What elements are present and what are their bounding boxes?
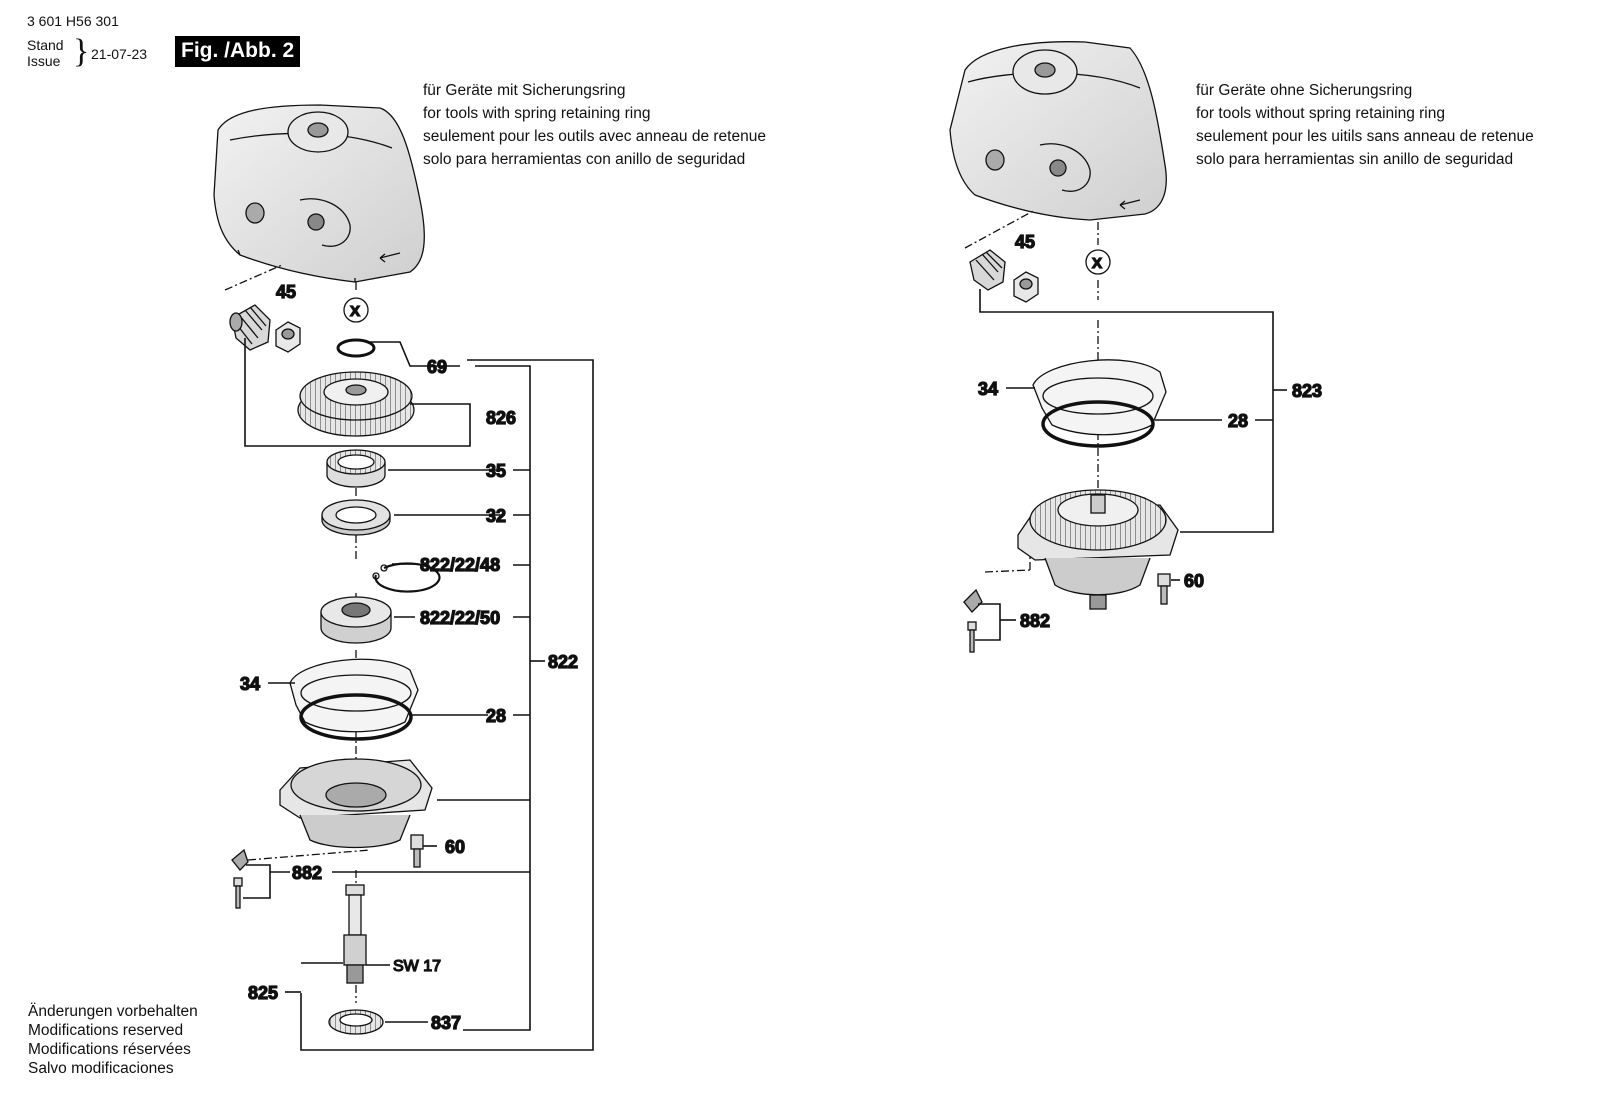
document-number: 3 601 H56 301: [27, 13, 119, 29]
nut-right: [1013, 271, 1039, 303]
right-assembly-note: für Geräte ohne Sicherungsring for tools…: [1196, 79, 1534, 171]
pinion-gear-left: [229, 304, 271, 351]
left-assembly-note: für Geräte mit Sicherungsring for tools …: [423, 79, 766, 171]
x-marker-circle: [1085, 249, 1111, 275]
pinion-gear-right: [969, 249, 1006, 291]
part-822-22-50: 822/22/50: [420, 608, 500, 628]
gear-housing-right: [949, 41, 1167, 221]
part-45-left: 45: [276, 282, 296, 302]
figure-label: Fig. /Abb. 2: [175, 36, 301, 67]
screw-left: [410, 834, 424, 868]
part-837: 837: [431, 1013, 461, 1033]
x-marker-right: X: [1092, 255, 1102, 272]
note-line: solo para herramientas sin anillo de seg…: [1196, 151, 1514, 168]
needle-bearing-bottom-left: [328, 1009, 384, 1035]
note-line: für Geräte ohne Sicherungsring: [1196, 82, 1413, 99]
footer-line: Salvo modificaciones: [28, 1060, 174, 1077]
part-60-left: 60: [445, 837, 465, 857]
part-34-right: 34: [978, 379, 998, 399]
crown-gear-left: [297, 371, 415, 437]
gear-housing-left: [213, 104, 425, 283]
part-69: 69: [427, 357, 447, 377]
part-822-22-48: 822/22/48: [420, 555, 500, 575]
lock-lever-left: [231, 848, 249, 909]
part-882-right: 882: [1020, 611, 1050, 631]
lock-lever-right: [963, 588, 983, 653]
issue-date: 21-07-23: [91, 46, 148, 62]
x-marker-circle: [343, 297, 369, 323]
note-line: seulement pour les outils avec anneau de…: [423, 128, 766, 145]
o-ring-left: [299, 693, 413, 741]
bearing-ring-left: [321, 499, 391, 536]
note-line: für Geräte mit Sicherungsring: [423, 82, 626, 99]
footer-line: Modifications réservées: [28, 1041, 191, 1058]
part-35: 35: [486, 461, 506, 481]
spindle-left: [343, 884, 367, 984]
part-822: 822: [548, 652, 578, 672]
x-marker-left: X: [350, 303, 360, 320]
part-826: 826: [486, 408, 516, 428]
ball-bearing-left: [320, 596, 392, 644]
sw17-label: SW 17: [393, 958, 441, 975]
bearing-flange-left: [279, 758, 433, 849]
retaining-ring-left: [336, 338, 376, 358]
part-45-right: 45: [1015, 232, 1035, 252]
part-825: 825: [248, 983, 278, 1003]
modifications-note: Änderungen vorbehalten Modifications res…: [28, 1002, 198, 1078]
part-32: 32: [486, 506, 506, 526]
brace-icon: }: [73, 33, 90, 70]
bearing-flange-gear-right: [1017, 489, 1179, 610]
note-line: solo para herramientas con anillo de seg…: [423, 151, 746, 168]
stand-label: Stand: [27, 37, 64, 53]
part-882-left: 882: [292, 863, 322, 883]
screw-right: [1157, 573, 1171, 605]
note-line: for tools with spring retaining ring: [423, 105, 651, 122]
part-60-right: 60: [1184, 571, 1204, 591]
footer-line: Modifications reserved: [28, 1022, 184, 1039]
nut-left: [275, 321, 301, 353]
part-28-right: 28: [1228, 411, 1248, 431]
left-assembly: X 45 69 826 35 32 822/22/48 822/22/50 82…: [213, 104, 594, 1051]
right-assembly: X 45 34 823 28 60 882: [949, 41, 1323, 653]
part-28-left: 28: [486, 706, 506, 726]
issue-label: Issue: [27, 53, 61, 69]
footer-line: Änderungen vorbehalten: [28, 1003, 198, 1020]
needle-bearing-left: [326, 449, 386, 488]
part-34-left: 34: [240, 674, 260, 694]
note-line: seulement pour les uitils sans anneau de…: [1196, 128, 1534, 145]
o-ring-right: [1041, 400, 1155, 448]
note-line: for tools without spring retaining ring: [1196, 105, 1445, 122]
protective-cover-right: [1032, 359, 1167, 436]
part-823: 823: [1292, 381, 1322, 401]
